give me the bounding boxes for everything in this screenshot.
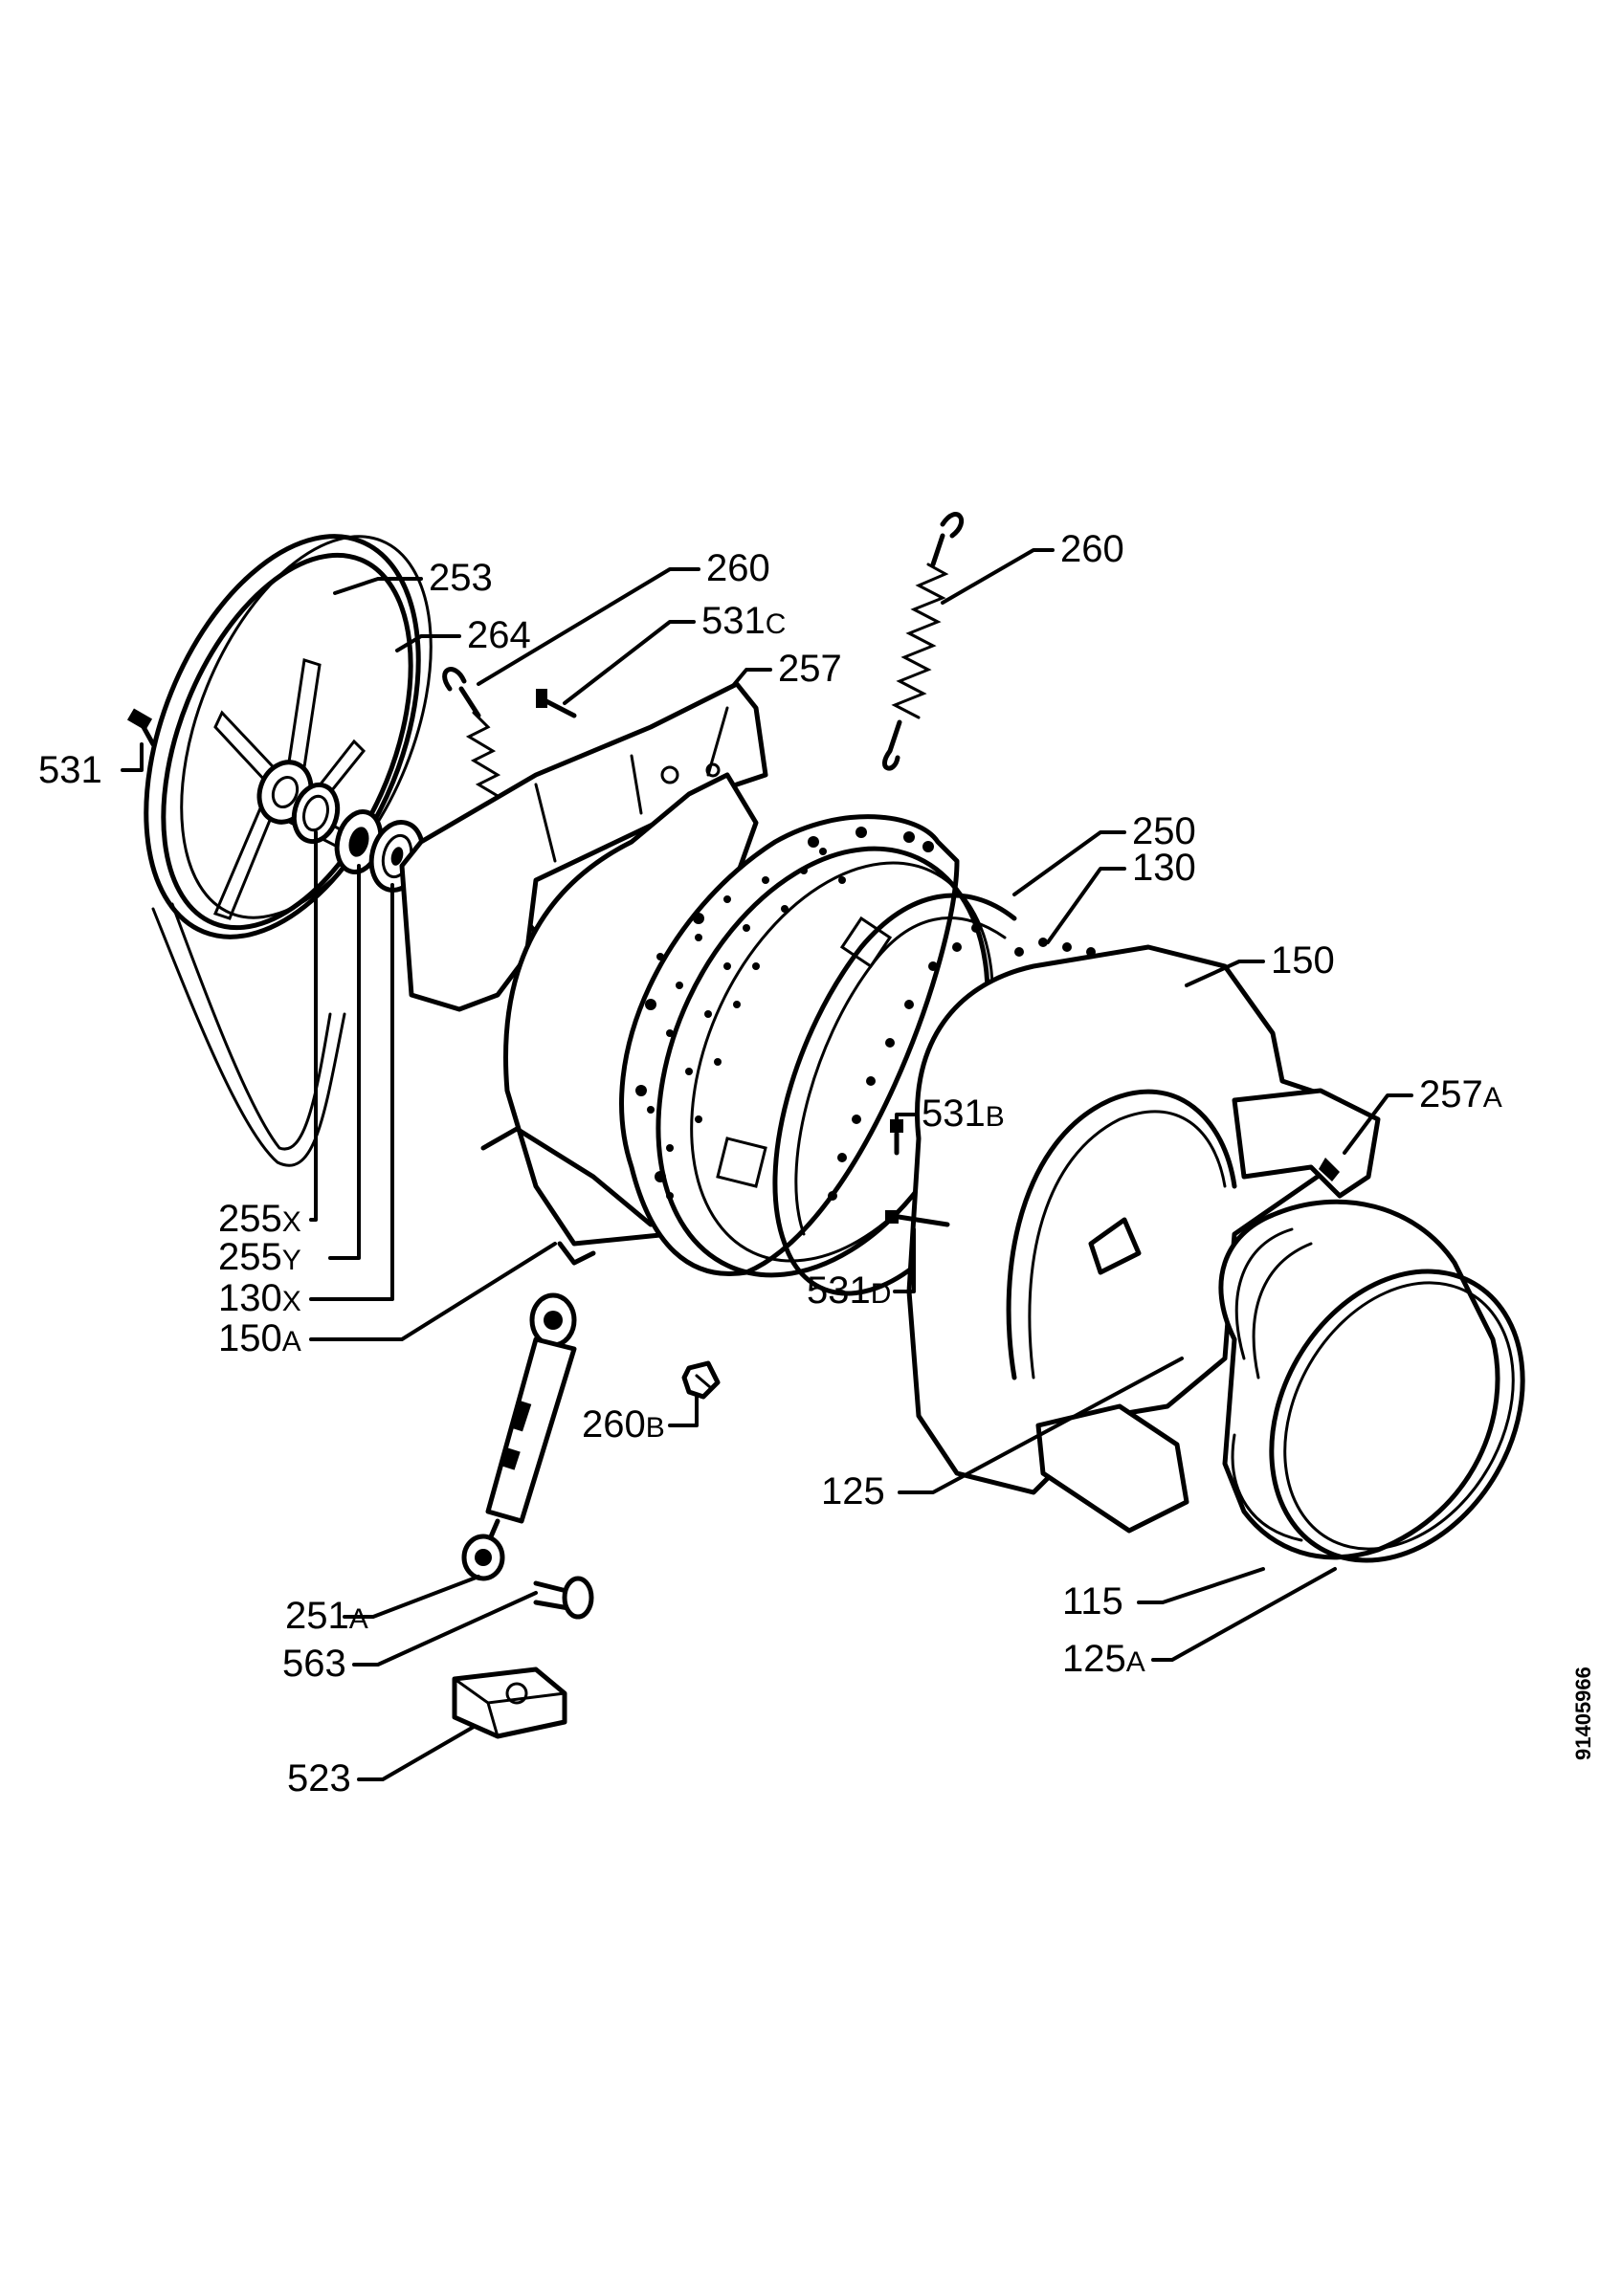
clip-260b	[681, 1360, 721, 1400]
bearing-255x	[291, 782, 341, 845]
gasket-ring-130	[772, 893, 1120, 1296]
screw-531d	[885, 1210, 950, 1227]
callout-130x: 130X	[218, 1277, 301, 1319]
screw-531c	[536, 689, 577, 718]
door-bellows-115	[1218, 1199, 1500, 1560]
bolt-563	[533, 1576, 594, 1620]
callout-563: 563	[282, 1643, 346, 1685]
leader-lines	[121, 548, 1413, 1781]
callout-531b: 531B	[922, 1093, 1005, 1135]
callout-257a: 257A	[1419, 1073, 1502, 1115]
callout-150a: 150A	[218, 1317, 301, 1359]
rear-tub-257	[399, 681, 768, 1266]
screw-531	[126, 708, 156, 747]
callout-250: 250	[1132, 810, 1196, 852]
document-number: 91405966	[1571, 1667, 1595, 1760]
pulley-wheel-253	[144, 534, 433, 1167]
shock-absorber-251a	[461, 1292, 577, 1581]
foot-523	[452, 1667, 567, 1739]
callout-523: 523	[287, 1757, 351, 1799]
callout-253: 253	[429, 557, 493, 599]
callout-251a: 251A	[285, 1595, 368, 1637]
callout-260-left: 260	[706, 547, 770, 589]
callout-531d: 531D	[807, 1269, 891, 1312]
callout-264: 264	[467, 614, 531, 656]
clamp-ring-125a	[1269, 1269, 1525, 1563]
callout-531c: 531C	[701, 600, 786, 642]
callout-115: 115	[1062, 1580, 1123, 1623]
callout-130: 130	[1132, 847, 1196, 889]
front-tub-150	[906, 944, 1381, 1534]
callout-531: 531	[38, 749, 102, 791]
callout-260b: 260B	[582, 1403, 665, 1446]
callout-260-right: 260	[1060, 528, 1124, 570]
callout-125: 125	[821, 1470, 885, 1512]
callout-255x: 255X	[218, 1198, 301, 1240]
callout-125a: 125A	[1062, 1638, 1145, 1680]
spring-260-right	[882, 512, 965, 771]
callout-257: 257	[778, 648, 842, 690]
callout-labels: 253 264 260 260 531C 257 531 250 130 150…	[38, 528, 1502, 1799]
callout-255y: 255Y	[218, 1236, 301, 1278]
callout-150: 150	[1271, 939, 1335, 982]
